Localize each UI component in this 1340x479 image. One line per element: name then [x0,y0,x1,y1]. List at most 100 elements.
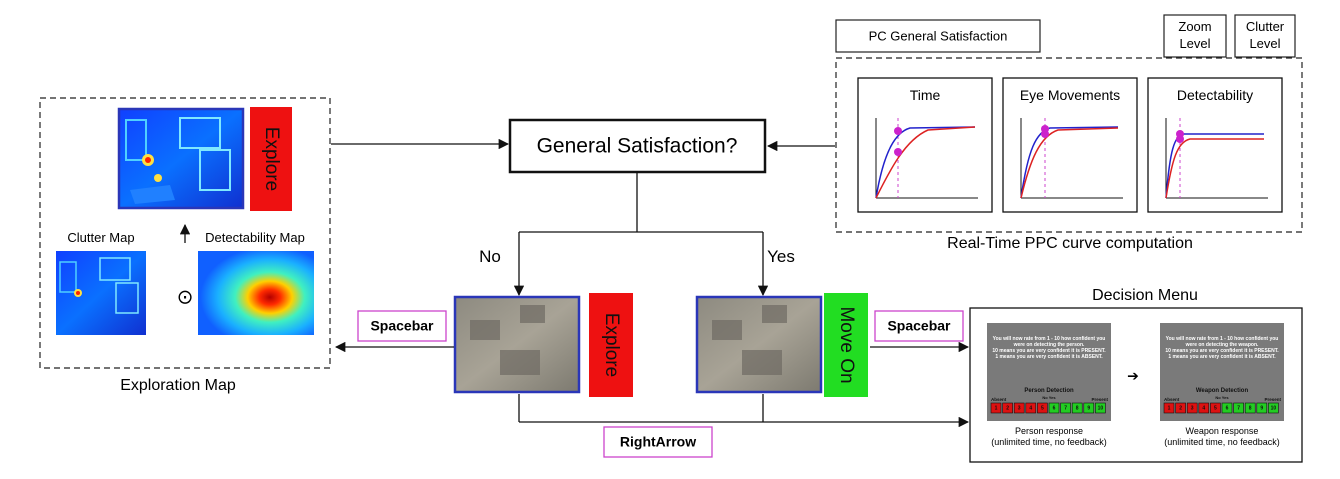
person-response-screen: You will now rate from 1 - 10 how confid… [987,323,1111,421]
exploration-region [39,97,331,369]
weapon-rating-label-3: 3 [1191,406,1194,412]
weapon-rating-label-9: 9 [1260,406,1263,412]
decision-menu-title: Decision Menu [1092,287,1198,304]
weapon-rating-label-7: 7 [1237,406,1240,412]
svg-text:You will now rate from 1 - 10: You will now rate from 1 - 10 how confid… [1166,336,1279,342]
weapon-response-screen: You will now rate from 1 - 10 how confid… [1160,323,1284,421]
svg-text:No Yes: No Yes [1215,395,1229,400]
rightarrow-key [603,426,713,458]
person-rating-button-4[interactable] [1025,402,1037,414]
pc-general-label: PC General Satisfaction [869,28,1008,43]
svg-text:Present: Present [1091,397,1108,402]
rightarrow-label: RightArrow [620,434,696,450]
person-rating-button-2[interactable] [1002,402,1013,414]
detectability-map-image [198,251,314,335]
pc-general-box [835,19,1041,53]
person-rating-label-10: 10 [1098,406,1104,412]
branch-no-label: No [479,247,501,266]
satellite-image-moveon [697,297,821,392]
person-caption-line2: (unlimited time, no feedback) [991,437,1107,447]
svg-text:No Yes: No Yes [1042,395,1056,400]
weapon-rating-button-5[interactable] [1210,402,1221,414]
person-rating-label-5: 5 [1041,406,1044,412]
weapon-rating-button-1[interactable] [1163,402,1175,414]
person-rating-button-5[interactable] [1037,402,1048,414]
move-on-label: Move On [836,306,857,383]
svg-text:were on detecting the weapon.: were on detecting the weapon. [1185,342,1259,348]
ppc-region [835,57,1303,233]
clutter-level-line2: Level [1249,36,1280,51]
clutter-map-image [56,251,146,335]
spacebar-left-label: Spacebar [370,318,434,334]
exploration-map-title: Exploration Map [120,377,236,394]
ppc-title: Real-Time PPC curve computation [947,235,1193,252]
svg-text:10 means you are very confiden: 10 means you are very confident it is PR… [1165,348,1279,354]
explore-bottom-badge [589,293,633,397]
person-rating-label-1: 1 [995,406,998,412]
zoom-level-line1: Zoom [1178,19,1211,34]
person-rating-button-10[interactable] [1095,402,1106,414]
spacebar-right-label: Spacebar [887,318,951,334]
clutter-level-box [1234,14,1296,58]
person-rating-button-6[interactable] [1048,402,1060,414]
detectability-map-label: Detectability Map [205,230,305,245]
combined-map-image [119,109,243,208]
weapon-rating-button-8[interactable] [1244,402,1256,414]
weapon-rating-label-10: 10 [1271,406,1277,412]
explore-top-label: Explore [261,127,282,191]
svg-text:Present: Present [1264,397,1281,402]
weapon-rating-label-1: 1 [1168,406,1171,412]
svg-text:10 means you are very confiden: 10 means you are very confident it is PR… [992,348,1106,354]
weapon-rating-label-6: 6 [1226,406,1229,412]
weapon-rating-button-6[interactable] [1221,402,1233,414]
combined-map-frame [117,107,245,210]
person-rating-label-2: 2 [1006,406,1009,412]
person-rating-label-3: 3 [1018,406,1021,412]
person-rating-button-1[interactable] [990,402,1002,414]
branch-yes-label: Yes [767,247,795,266]
person-rating-label-9: 9 [1087,406,1090,412]
spacebar-right-key [874,310,964,342]
weapon-caption-line2: (unlimited time, no feedback) [1164,437,1280,447]
svg-text:You will now rate from 1 - 10: You will now rate from 1 - 10 how confid… [993,336,1106,342]
ppc-panel-time: Time [857,77,993,213]
ppc-panel-time-title: Time [910,87,941,103]
person-caption-line1: Person response [1015,426,1083,436]
spacebar-left-key [357,310,447,342]
weapon-rating-button-10[interactable] [1268,402,1279,414]
svg-text:Weapon Detection: Weapon Detection [1196,388,1249,394]
satellite-image-explore [455,297,579,392]
weapon-rating-button-2[interactable] [1175,402,1186,414]
decision-flow-arrow: ➔ [1127,368,1139,384]
weapon-rating-label-5: 5 [1214,406,1217,412]
weapon-rating-button-9[interactable] [1256,402,1268,414]
person-rating-button-9[interactable] [1083,402,1095,414]
hadamard-operator: ⊙ [177,286,194,308]
person-rating-label-4: 4 [1029,406,1032,412]
explore-bottom-label: Explore [601,313,622,377]
svg-text:Absent: Absent [991,397,1007,402]
weapon-caption-line1: Weapon response [1186,426,1259,436]
ppc-panel-eye-movements: Eye Movements [1002,77,1138,213]
person-rating-label-7: 7 [1064,406,1067,412]
explore-top-badge [250,107,292,211]
person-rating-label-6: 6 [1053,406,1056,412]
weapon-rating-button-4[interactable] [1198,402,1210,414]
person-rating-button-8[interactable] [1071,402,1083,414]
weapon-rating-label-4: 4 [1202,406,1205,412]
svg-text:were on detecting the person.: were on detecting the person. [1013,342,1085,348]
general-satisfaction-question: General Satisfaction? [537,135,738,158]
move-on-badge [824,293,868,397]
person-rating-button-3[interactable] [1013,402,1025,414]
ppc-panel-detect-title: Detectability [1177,87,1253,103]
svg-text:1 means you are very confident: 1 means you are very confident it is ABS… [995,354,1103,360]
weapon-rating-button-3[interactable] [1186,402,1198,414]
weapon-rating-button-7[interactable] [1233,402,1244,414]
svg-text:1 means you are very confident: 1 means you are very confident it is ABS… [1168,354,1276,360]
person-rating-button-7[interactable] [1060,402,1071,414]
ppc-panel-eye-title: Eye Movements [1020,87,1120,103]
weapon-rating-label-8: 8 [1249,406,1252,412]
satellite-frame-moveon [695,295,823,394]
ppc-panel-detectability: Detectability [1147,77,1283,213]
